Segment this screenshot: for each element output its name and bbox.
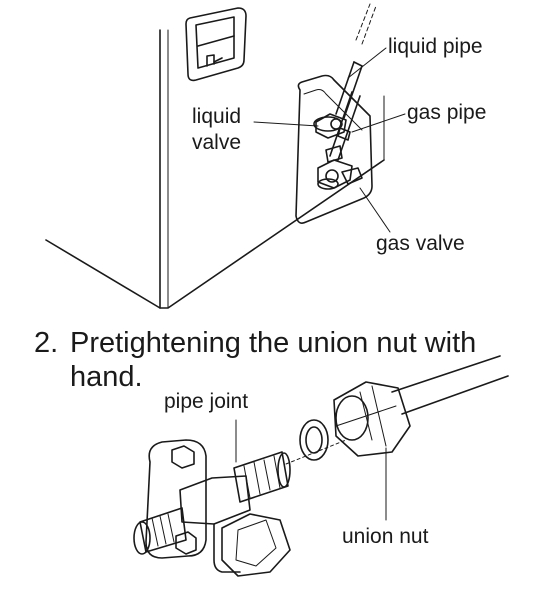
valve-panel [295, 74, 373, 224]
step-text-line1: Pretightening the union nut with [70, 327, 477, 359]
leader-gas-valve [359, 187, 391, 233]
liquid-pipe-label: liquid pipe [388, 35, 483, 58]
copper-pipe [391, 355, 509, 415]
gas-pipe [329, 91, 361, 161]
side-port [133, 507, 187, 555]
handle-recess [185, 7, 247, 82]
gas-valve [317, 145, 363, 190]
valve-hex-nut [221, 513, 291, 577]
liquid-pipe [335, 61, 363, 119]
leader-gas-pipe [351, 113, 406, 133]
liquid-valve-label-line1: liquid [192, 105, 242, 128]
step-text-line2: hand. [70, 361, 143, 393]
mounting-bolt-top [171, 445, 195, 469]
unit-front-edge [45, 159, 385, 309]
mounting-bolt-bottom [175, 531, 197, 555]
valve-body [179, 475, 251, 525]
liquid-valve-label: liquid valve [192, 104, 262, 156]
gas-pipe-label: gas pipe [407, 101, 487, 124]
union-nut-label: union nut [342, 525, 429, 548]
step-heading: 2. Pretightening the union nut with hand. [34, 326, 514, 394]
gas-valve-label: gas valve [376, 232, 465, 255]
flare-ring [299, 419, 329, 461]
step-number: 2. [34, 327, 59, 359]
liquid-valve-label-line2: valve [192, 131, 242, 154]
mounting-plate [145, 439, 207, 559]
pipe-joint [233, 451, 291, 503]
leader-liquid-valve [253, 121, 319, 127]
leader-liquid-pipe [347, 47, 387, 79]
pipe-joint-label: pipe joint [164, 390, 249, 413]
